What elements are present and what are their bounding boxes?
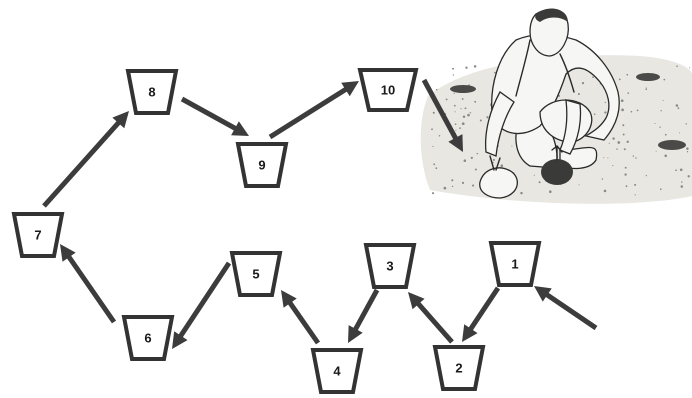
pot-9: 9 bbox=[235, 142, 289, 188]
arrow-head bbox=[231, 121, 249, 136]
arrow-shaft bbox=[352, 288, 380, 332]
pot-2: 2 bbox=[432, 345, 486, 391]
pot-7: 7 bbox=[11, 212, 65, 258]
pot-3: 3 bbox=[363, 243, 417, 289]
pot-10: 10 bbox=[357, 68, 419, 112]
arrow-head bbox=[462, 324, 478, 342]
arrow-shaft bbox=[177, 261, 232, 339]
arrow-shaft bbox=[544, 291, 598, 331]
arrow-head bbox=[60, 244, 76, 262]
pot-4: 4 bbox=[310, 348, 364, 394]
sequence-arrows bbox=[42, 78, 598, 349]
arrow-shaft bbox=[286, 300, 321, 345]
arrow-shaft bbox=[415, 300, 454, 344]
arrow-shaft bbox=[42, 119, 122, 208]
pot-label: 3 bbox=[386, 258, 393, 273]
pot-1: 1 bbox=[488, 241, 542, 287]
arrow-shaft bbox=[65, 254, 117, 324]
pot-label: 6 bbox=[144, 330, 151, 345]
pot-label: 1 bbox=[511, 256, 518, 271]
arrow-shaft bbox=[421, 78, 459, 141]
pot-5: 5 bbox=[229, 251, 283, 297]
arrow-head bbox=[112, 111, 129, 129]
pot-label: 9 bbox=[258, 157, 265, 172]
pot-8: 8 bbox=[125, 69, 179, 115]
arrow-head bbox=[448, 134, 463, 152]
pot-6: 6 bbox=[121, 315, 175, 361]
pot-label: 10 bbox=[381, 82, 395, 97]
farmer-planting-seedlings-icon bbox=[420, 8, 692, 204]
pot-label: 4 bbox=[333, 363, 341, 378]
pot-label: 2 bbox=[455, 360, 462, 375]
arrow-shaft bbox=[467, 286, 501, 332]
arrow-shaft bbox=[180, 96, 238, 132]
arrow-head bbox=[408, 292, 425, 310]
arrow-head bbox=[348, 325, 363, 343]
arrow-head bbox=[341, 81, 359, 97]
arrow-head bbox=[534, 286, 552, 302]
arrow-head bbox=[281, 290, 297, 308]
pot-label: 7 bbox=[34, 227, 41, 242]
arrow-shaft bbox=[268, 86, 349, 140]
arrow-head bbox=[172, 331, 188, 349]
pot-label: 5 bbox=[252, 266, 259, 281]
pot-label: 8 bbox=[148, 84, 155, 99]
